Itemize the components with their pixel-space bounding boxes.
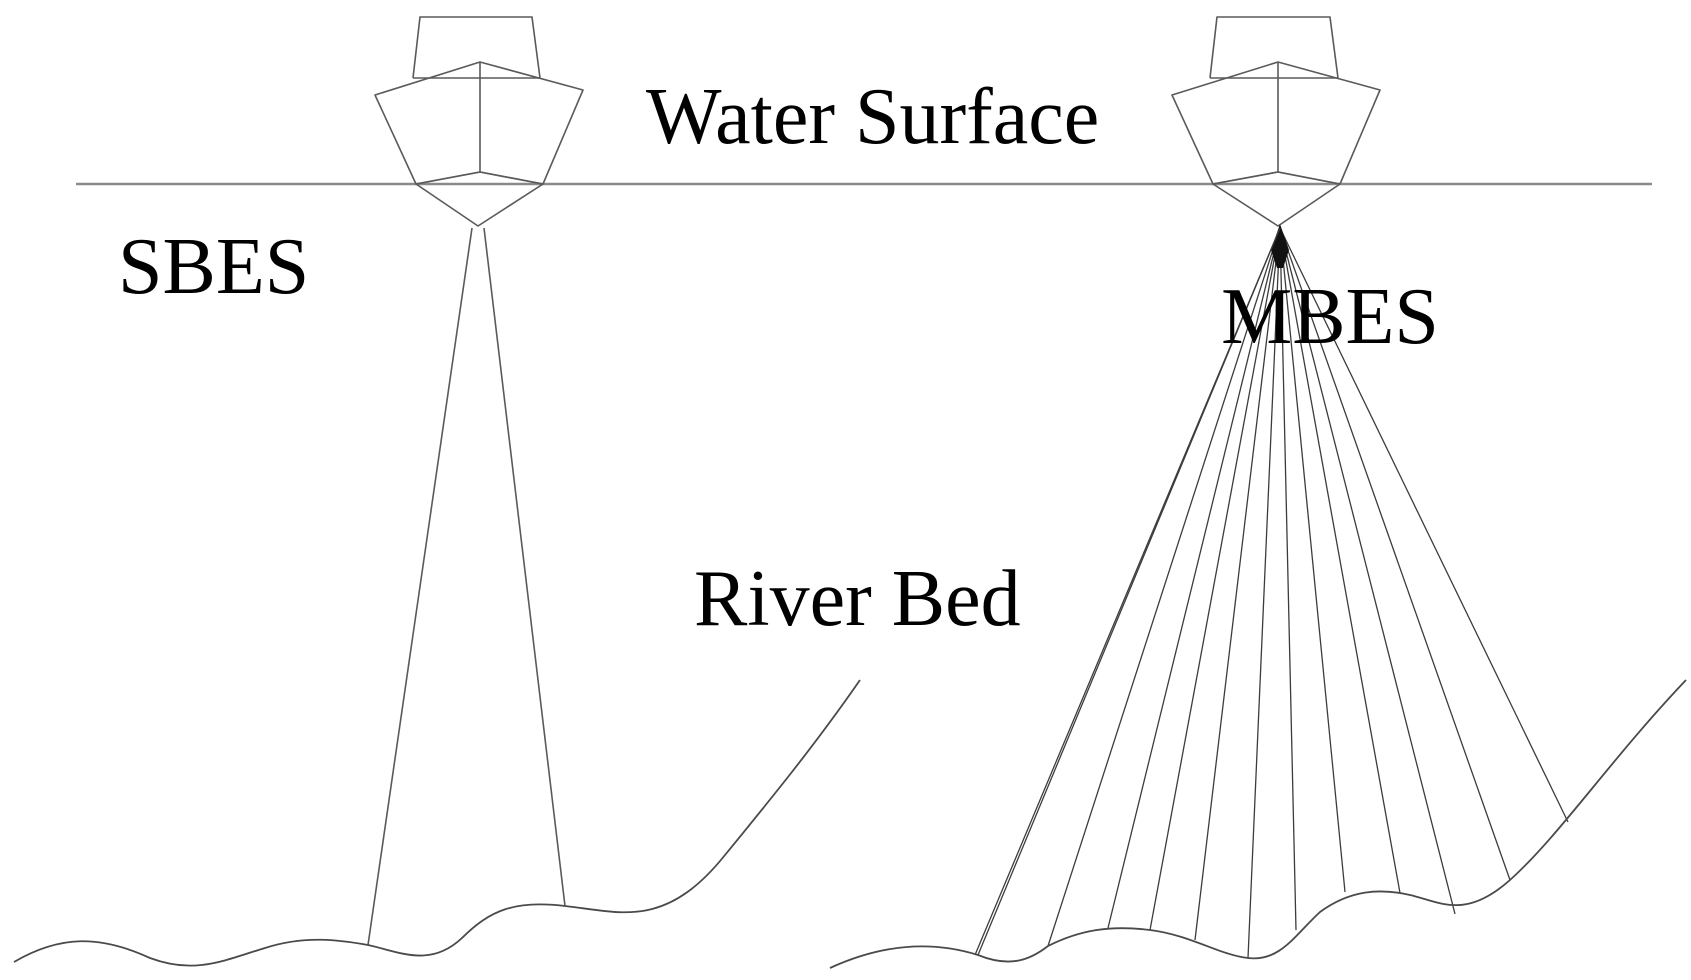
mbes-beam-fan	[974, 224, 1569, 959]
sbes-vessel-hull	[374, 61, 584, 185]
mbes-beam	[1247, 227, 1281, 959]
water-surface-label: Water Surface	[646, 73, 1099, 161]
river-bed-left	[13, 679, 861, 967]
mbes-beam-apex	[1271, 224, 1289, 268]
mbes-beam	[1149, 227, 1281, 931]
sbes-transducer	[415, 171, 544, 227]
sbes-vessel-cabin	[412, 16, 541, 79]
mbes-beam	[1047, 227, 1281, 947]
sbes-beam	[367, 227, 566, 946]
mbes-vessel-cabin	[1209, 16, 1339, 79]
sbes-vessel	[374, 16, 584, 227]
mbes-beam	[1279, 227, 1456, 915]
mbes-beam	[1279, 227, 1511, 881]
river-bed-label: River Bed	[694, 555, 1021, 643]
mbes-transducer	[1212, 171, 1341, 227]
mbes-beam	[1279, 227, 1401, 894]
mbes-beam	[1279, 227, 1297, 931]
mbes-beam-edge	[974, 227, 1281, 956]
mbes-beam	[1279, 227, 1569, 823]
mbes-beam	[1279, 227, 1346, 893]
river-bed-right	[829, 679, 1687, 969]
mbes-beam	[1194, 227, 1281, 941]
mbes-beam	[1107, 227, 1281, 929]
sbes-label: SBES	[118, 223, 309, 311]
mbes-label: MBES	[1221, 273, 1439, 361]
mbes-vessel	[1171, 16, 1381, 227]
mbes-vessel-hull	[1171, 61, 1381, 185]
